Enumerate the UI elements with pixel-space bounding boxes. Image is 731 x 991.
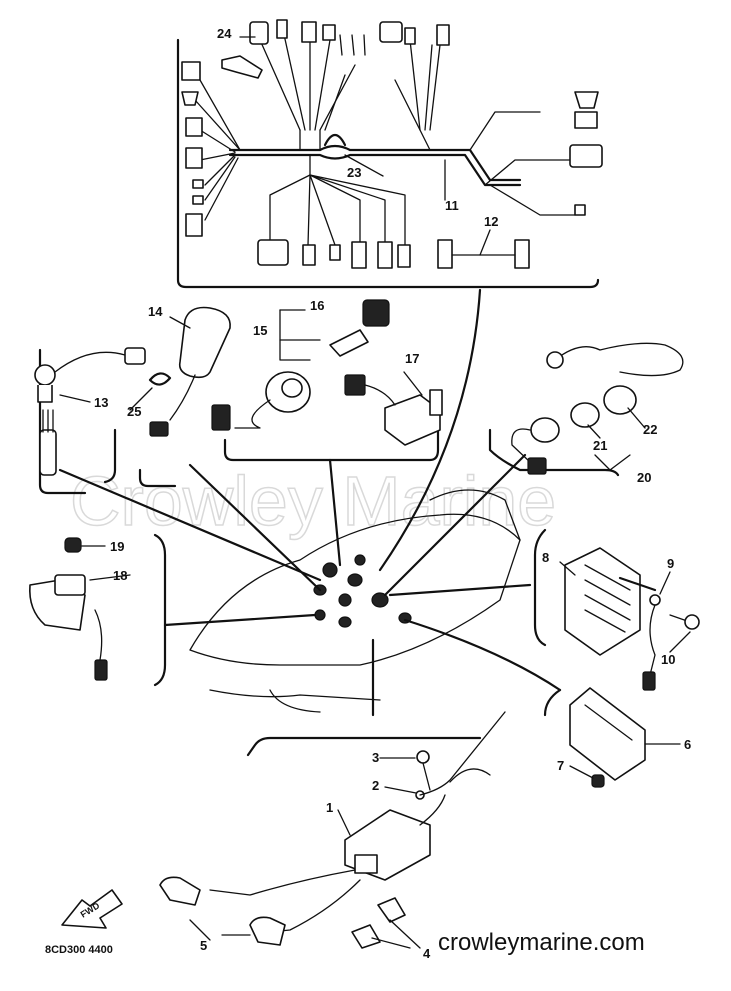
website-label: crowleymarine.com [438,929,645,956]
callout-4: 4 [423,946,431,961]
part-9-wire [642,594,661,691]
callout-5: 5 [200,938,207,953]
harness-connector [276,19,288,39]
key-icon [221,55,263,79]
part-17-stop-switch [344,374,443,446]
harness-connector [302,244,316,266]
harness-connector [574,91,599,109]
harness-connector [351,241,367,269]
harness-connector [257,239,289,266]
harness-connector [322,24,336,41]
part-3-screw [416,750,431,791]
harness-connector [181,91,199,106]
harness-connector [574,111,598,129]
part-7-nut [591,774,605,788]
harness-connector [185,117,203,137]
part-8-rectifier [564,547,641,656]
harness-connector [329,244,341,261]
callout-18: 18 [113,568,127,583]
harness-connector [569,144,603,168]
callout-1: 1 [326,800,333,815]
harness-connector [185,147,203,169]
part-6-cdi-unit [569,687,646,781]
callout-6: 6 [684,737,691,752]
part-25-clip [148,372,172,386]
part-15-ignition-switch [211,371,311,431]
callout-16: 16 [310,298,324,313]
callout-21: 21 [593,438,607,453]
harness-connector [185,213,203,237]
harness-connector [377,241,393,269]
harness-connector [192,179,204,189]
callout-15: 15 [253,323,267,338]
harness-connector [181,61,201,81]
callout-22: 22 [643,422,657,437]
callout-20: 20 [637,470,651,485]
harness-connector [192,195,204,205]
callout-3: 3 [372,750,379,765]
part-1-ignition-coil [209,794,446,933]
part-10-bolt [669,614,700,630]
part-13-switch [34,347,146,476]
callout-7: 7 [557,758,564,773]
part-5-plug-cap [159,876,286,946]
watermark-text: Crowley Marine [70,462,556,540]
callout-23: 23 [347,165,361,180]
part-20-lanyard-switch [511,342,684,475]
callout-12: 12 [484,214,498,229]
callout-24: 24 [217,26,232,41]
harness-connector [249,21,269,45]
callout-8: 8 [542,550,549,565]
harness-connector-12 [514,239,530,269]
fwd-arrow-icon: FWD [61,889,123,929]
callout-10: 10 [661,652,675,667]
callout-9: 9 [667,556,674,571]
part-4-clamp [351,897,406,949]
part-16-key [329,299,390,357]
callout-17: 17 [405,351,419,366]
callout-labels: 1 2 3 4 5 6 7 8 9 10 11 12 13 14 15 16 1… [94,26,691,961]
wire-harness-group [176,19,603,289]
callout-19: 19 [110,539,124,554]
callout-13: 13 [94,395,108,410]
harness-connector [574,204,586,216]
part-18-starter-motor [28,574,108,681]
part-14-relay [149,306,231,437]
harness-connector [379,21,403,43]
harness-connector [436,24,450,46]
callout-2: 2 [372,778,379,793]
harness-connector-12 [437,239,453,269]
harness-connector [397,244,411,268]
harness-connector [404,27,416,45]
diagram-code: 8CD300 4400 [45,944,113,956]
callout-11: 11 [445,198,459,213]
callout-14: 14 [148,304,163,319]
part-19-cap [64,537,82,553]
part-2-ground-wire [415,711,506,800]
sled-body [189,489,521,713]
harness-connector [301,21,317,43]
callout-25: 25 [127,404,141,419]
